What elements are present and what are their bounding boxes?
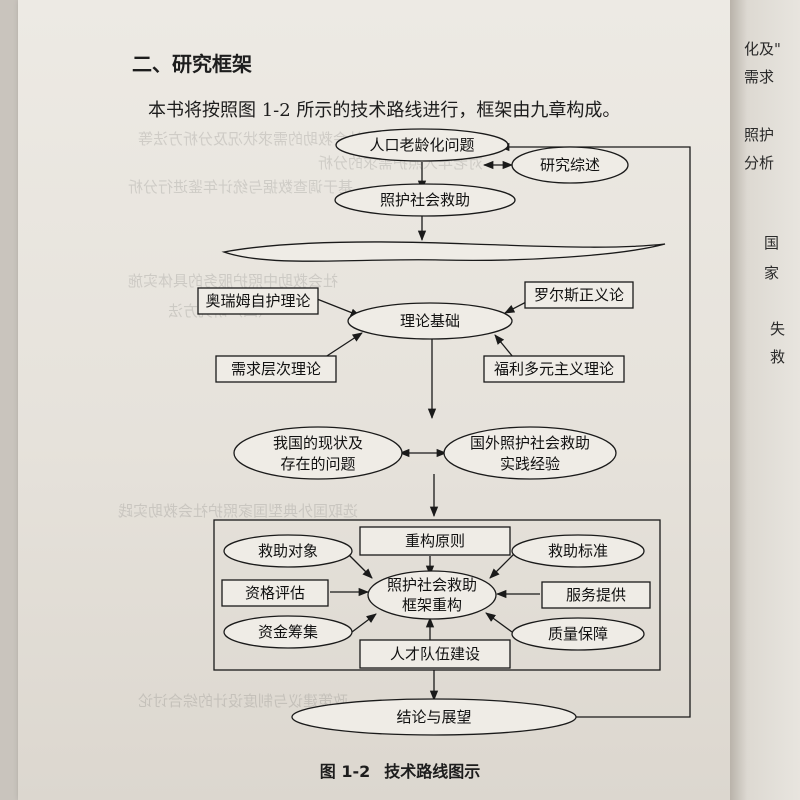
node-foreign-label-1: 国外照护社会救助 — [470, 434, 590, 452]
next-page-line: 家 — [764, 264, 780, 282]
node-quality-label: 质量保障 — [548, 625, 608, 643]
node-eligibility: 资格评估 — [221, 579, 329, 607]
figure-caption: 图 1-2 技术路线图示 — [0, 758, 800, 782]
node-care-assist: 照护社会救助 — [334, 183, 516, 217]
node-maslow-label: 需求层次理论 — [231, 360, 321, 378]
node-theory-label: 理论基础 — [400, 312, 460, 330]
node-core-label-1: 照护社会救助 — [387, 576, 477, 594]
node-foreign-label-2: 实践经验 — [500, 455, 560, 473]
next-page-line: 需求 — [744, 68, 775, 86]
node-pluralism-label: 福利多元主义理论 — [494, 360, 614, 378]
node-maslow: 需求层次理论 — [215, 355, 337, 383]
figure-number: 图 1-2 — [319, 762, 371, 781]
intro-paragraph: 本书将按照图 1-2 所示的技术路线进行，框架由九章构成。 — [148, 100, 621, 121]
node-conclusion: 结论与展望 — [291, 698, 577, 736]
node-status-label-1: 我国的现状及 — [273, 434, 363, 452]
framework-box — [213, 519, 661, 671]
node-standard-label: 救助标准 — [548, 542, 608, 560]
node-funding: 资金筹集 — [223, 615, 353, 649]
next-page-line: 化及" — [744, 40, 781, 58]
node-aging-label: 人口老龄化问题 — [369, 136, 474, 154]
node-review-label: 研究综述 — [540, 156, 600, 174]
node-orem: 奥瑞姆自护理论 — [197, 287, 319, 315]
node-core-label-2: 框架重构 — [402, 596, 462, 614]
node-rawls: 罗尔斯正义论 — [524, 281, 634, 309]
connectors — [309, 160, 540, 702]
node-orem-label: 奥瑞姆自护理论 — [205, 292, 310, 310]
node-quality: 质量保障 — [511, 617, 645, 651]
node-standard: 救助标准 — [511, 534, 645, 568]
node-aging: 人口老龄化问题 — [335, 128, 509, 162]
node-workforce-label: 人才队伍建设 — [390, 645, 480, 663]
next-page-line: 救 — [770, 348, 786, 366]
node-theory: 理论基础 — [347, 302, 513, 340]
node-principles: 重构原则 — [359, 526, 511, 556]
node-pluralism: 福利多元主义理论 — [483, 355, 625, 383]
node-funding-label: 资金筹集 — [258, 623, 318, 641]
node-rawls-label: 罗尔斯正义论 — [534, 286, 624, 304]
node-foreign: 国外照护社会救助 实践经验 — [443, 426, 617, 480]
node-status: 我国的现状及 存在的问题 — [233, 426, 403, 480]
node-care-assist-label: 照护社会救助 — [380, 191, 470, 209]
node-service-label: 服务提供 — [566, 586, 626, 604]
next-page-edge: 化及" 需求 照护 分析 国 家 失 救 — [730, 0, 800, 800]
next-page-line: 分析 — [744, 154, 775, 172]
figure-title: 技术路线图示 — [384, 762, 481, 781]
node-service: 服务提供 — [541, 581, 651, 609]
node-review: 研究综述 — [511, 146, 629, 184]
node-target: 救助对象 — [223, 534, 353, 568]
feedback-loop — [498, 142, 691, 718]
node-workforce: 人才队伍建设 — [359, 639, 511, 669]
banner-band — [221, 241, 666, 262]
next-page-line: 照护 — [744, 126, 775, 144]
node-principles-label: 重构原则 — [405, 532, 465, 550]
node-conclusion-label: 结论与展望 — [396, 708, 471, 726]
next-page-line: 国 — [764, 234, 780, 252]
next-page-line: 失 — [770, 320, 786, 338]
node-status-label-2: 存在的问题 — [280, 455, 355, 473]
node-eligibility-label: 资格评估 — [245, 584, 305, 602]
node-target-label: 救助对象 — [258, 542, 318, 560]
section-title: 二、研究框架 — [132, 52, 252, 76]
node-core: 照护社会救助 框架重构 — [367, 570, 497, 620]
